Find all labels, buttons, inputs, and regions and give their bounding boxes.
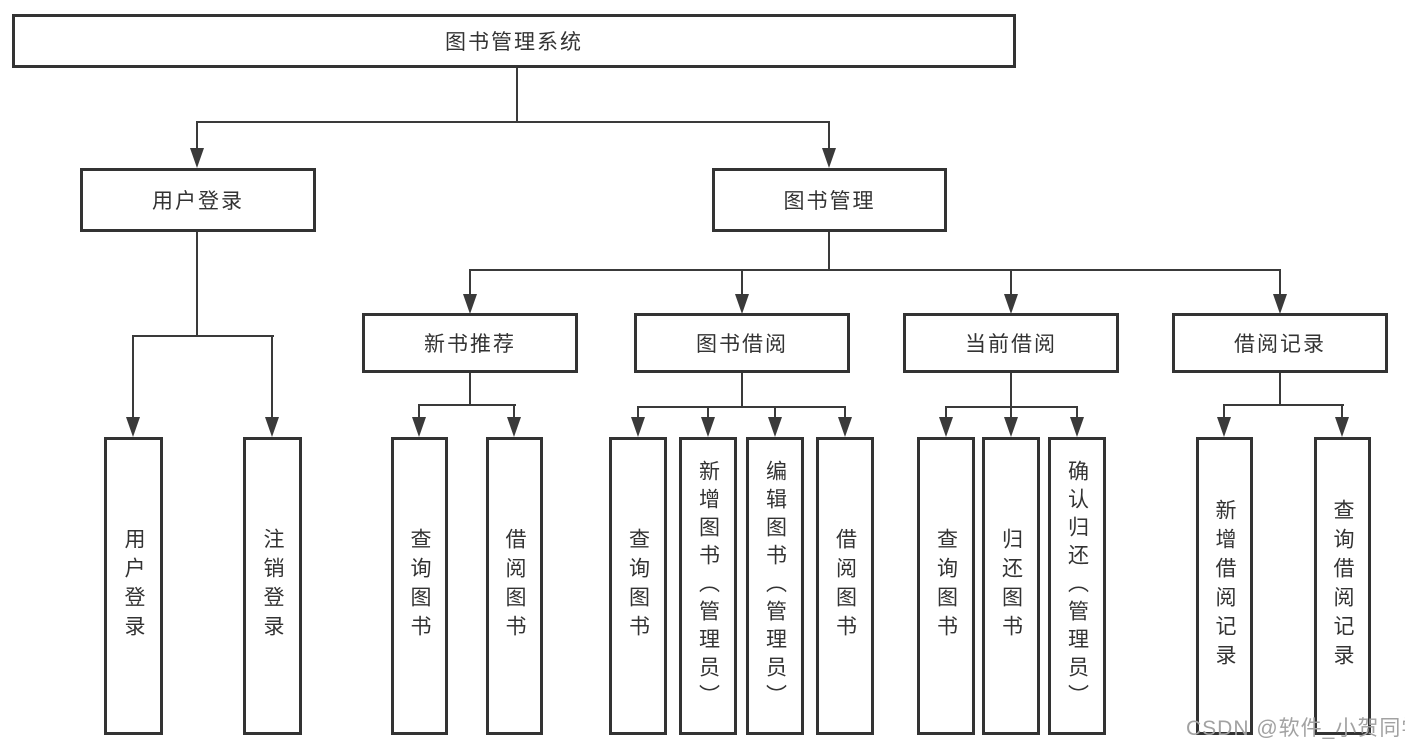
arrowhead-bookborrow [735, 294, 749, 314]
node-new-book-recommend-label: 新书推荐 [424, 333, 516, 356]
arrowhead-cb-confirm [1070, 417, 1084, 437]
leaf-borrow-book: 借阅图书 [816, 437, 874, 735]
connector-drop-currentborrow [1010, 269, 1012, 296]
node-root-label: 图书管理系统 [445, 31, 583, 54]
connector-newrec-stem [469, 373, 471, 406]
watermark: CSDN @软件_小贺同学 [1186, 717, 1405, 740]
connector-currentborrow-stem [1010, 373, 1012, 408]
connector-drop-bb-edit [774, 406, 776, 419]
node-user-login-label: 用户登录 [152, 190, 244, 213]
leaf-newrec-query-book: 查询图书 [391, 437, 448, 735]
connector-drop-br-add [1223, 404, 1225, 419]
node-book-borrowing: 图书借阅 [634, 313, 850, 373]
arrowhead-bb-add [701, 417, 715, 437]
node-current-borrowing-label: 当前借阅 [965, 333, 1057, 356]
arrowhead-newrec-borrow [507, 417, 521, 437]
leaf-current-query-book: 查询图书 [917, 437, 975, 735]
connector-drop-bb-add [707, 406, 709, 419]
connector-drop-newrec [469, 269, 471, 296]
leaf-borrow-query-book-label: 查询图书 [626, 528, 650, 644]
connector-userlogin-stem [196, 232, 198, 337]
connector-drop-leaf-logout [271, 335, 273, 419]
arrowhead-currentborrow [1004, 294, 1018, 314]
leaf-query-borrow-record: 查询借阅记录 [1314, 437, 1371, 735]
leaf-add-borrow-record: 新增借阅记录 [1196, 437, 1253, 735]
leaf-query-borrow-record-label: 查询借阅记录 [1331, 499, 1354, 673]
leaf-confirm-return-admin: 确认归还（管理员） [1048, 437, 1106, 735]
connector-bookborrow-hbar [637, 406, 846, 408]
leaf-user-login-label: 用户登录 [122, 528, 145, 644]
arrowhead-bb-borrow [838, 417, 852, 437]
leaf-borrow-book-label: 借阅图书 [833, 528, 857, 644]
node-book-borrowing-label: 图书借阅 [696, 333, 788, 356]
arrowhead-book-mgmt [822, 148, 836, 168]
connector-drop-br-query [1341, 404, 1343, 419]
arrowhead-user-login [190, 148, 204, 168]
connector-root-hbar [196, 121, 830, 123]
connector-newrec-hbar [418, 404, 516, 406]
arrowhead-newrec [463, 294, 477, 314]
leaf-edit-book-admin: 编辑图书（管理员） [746, 437, 804, 735]
leaf-newrec-borrow-book: 借阅图书 [486, 437, 543, 735]
leaf-user-login: 用户登录 [104, 437, 163, 735]
leaf-logout-label: 注销登录 [261, 528, 284, 644]
leaf-newrec-query-book-label: 查询图书 [408, 528, 431, 644]
connector-borrowrecord-stem [1279, 373, 1281, 406]
arrowhead-newrec-query [412, 417, 426, 437]
connector-drop-bb-query [637, 406, 639, 419]
node-root: 图书管理系统 [12, 14, 1016, 68]
connector-drop-bookborrow [741, 269, 743, 296]
arrowhead-leaf-logout [265, 417, 279, 437]
connector-bookmgmt-hbar [469, 269, 1281, 271]
node-book-management-label: 图书管理 [783, 190, 876, 213]
node-borrow-records-label: 借阅记录 [1234, 333, 1326, 356]
leaf-newrec-borrow-book-label: 借阅图书 [503, 528, 526, 644]
arrowhead-cb-query [939, 417, 953, 437]
leaf-return-book: 归还图书 [982, 437, 1040, 735]
connector-drop-leaf-user-login [132, 335, 134, 419]
leaf-confirm-return-admin-label: 确认归还（管理员） [1065, 460, 1089, 712]
connector-drop-cb-query [945, 406, 947, 419]
connector-drop-newrec-borrow [513, 404, 515, 419]
connector-drop-bb-borrow [844, 406, 846, 419]
arrowhead-br-add [1217, 417, 1231, 437]
arrowhead-br-query [1335, 417, 1349, 437]
connector-drop-book-mgmt [828, 121, 830, 150]
leaf-edit-book-admin-label: 编辑图书（管理员） [763, 460, 787, 712]
connector-bookborrow-stem [741, 373, 743, 408]
leaf-logout: 注销登录 [243, 437, 302, 735]
connector-bookmgmt-stem [828, 232, 830, 271]
leaf-add-book-admin-label: 新增图书（管理员） [696, 460, 720, 712]
connector-drop-cb-return [1010, 406, 1012, 419]
leaf-current-query-book-label: 查询图书 [934, 528, 958, 644]
arrowhead-bb-edit [768, 417, 782, 437]
connector-userlogin-hbar [132, 335, 274, 337]
connector-drop-newrec-query [418, 404, 420, 419]
arrowhead-bb-query [631, 417, 645, 437]
node-borrow-records: 借阅记录 [1172, 313, 1388, 373]
arrowhead-cb-return [1004, 417, 1018, 437]
node-book-management: 图书管理 [712, 168, 947, 232]
leaf-borrow-query-book: 查询图书 [609, 437, 667, 735]
leaf-return-book-label: 归还图书 [999, 528, 1023, 644]
connector-borrowrecord-hbar [1223, 404, 1344, 406]
connector-drop-borrowrecord [1279, 269, 1281, 296]
arrowhead-borrowrecord [1273, 294, 1287, 314]
node-new-book-recommend: 新书推荐 [362, 313, 578, 373]
leaf-add-book-admin: 新增图书（管理员） [679, 437, 737, 735]
connector-drop-user-login [196, 121, 198, 150]
arrowhead-leaf-user-login [126, 417, 140, 437]
leaf-add-borrow-record-label: 新增借阅记录 [1213, 499, 1236, 673]
node-current-borrowing: 当前借阅 [903, 313, 1119, 373]
connector-root-stem [516, 68, 518, 123]
node-user-login: 用户登录 [80, 168, 316, 232]
connector-drop-cb-confirm [1076, 406, 1078, 419]
